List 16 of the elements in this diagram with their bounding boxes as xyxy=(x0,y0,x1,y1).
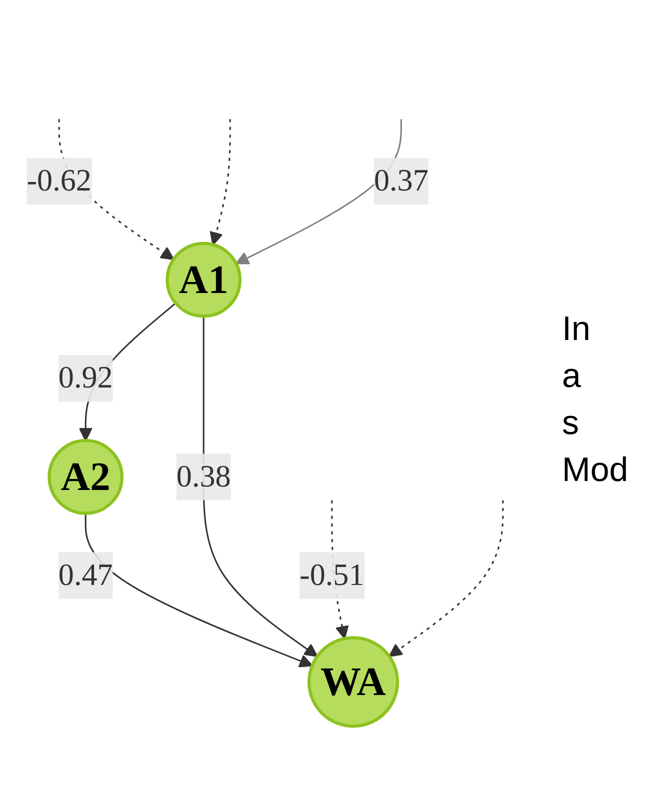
text-fragment: In xyxy=(562,310,592,348)
text-fragment: s xyxy=(562,404,580,442)
node-circle: A1 xyxy=(166,242,242,318)
arrow xyxy=(388,500,504,658)
edge-label: 0.92 xyxy=(58,361,113,396)
text-fragment: Mod xyxy=(562,450,630,490)
edge-label: -0.51 xyxy=(299,558,364,593)
node-circle: A2 xyxy=(48,439,124,516)
arrow xyxy=(210,119,231,246)
edge-label: 0.47 xyxy=(58,558,113,593)
edge-label: 0.38 xyxy=(176,460,231,494)
text-fragment: a xyxy=(562,356,582,396)
edge-label: -0.62 xyxy=(26,164,92,199)
node-circle: WA xyxy=(307,636,400,728)
arrow xyxy=(84,514,313,668)
edge-label: 0.37 xyxy=(374,164,428,199)
